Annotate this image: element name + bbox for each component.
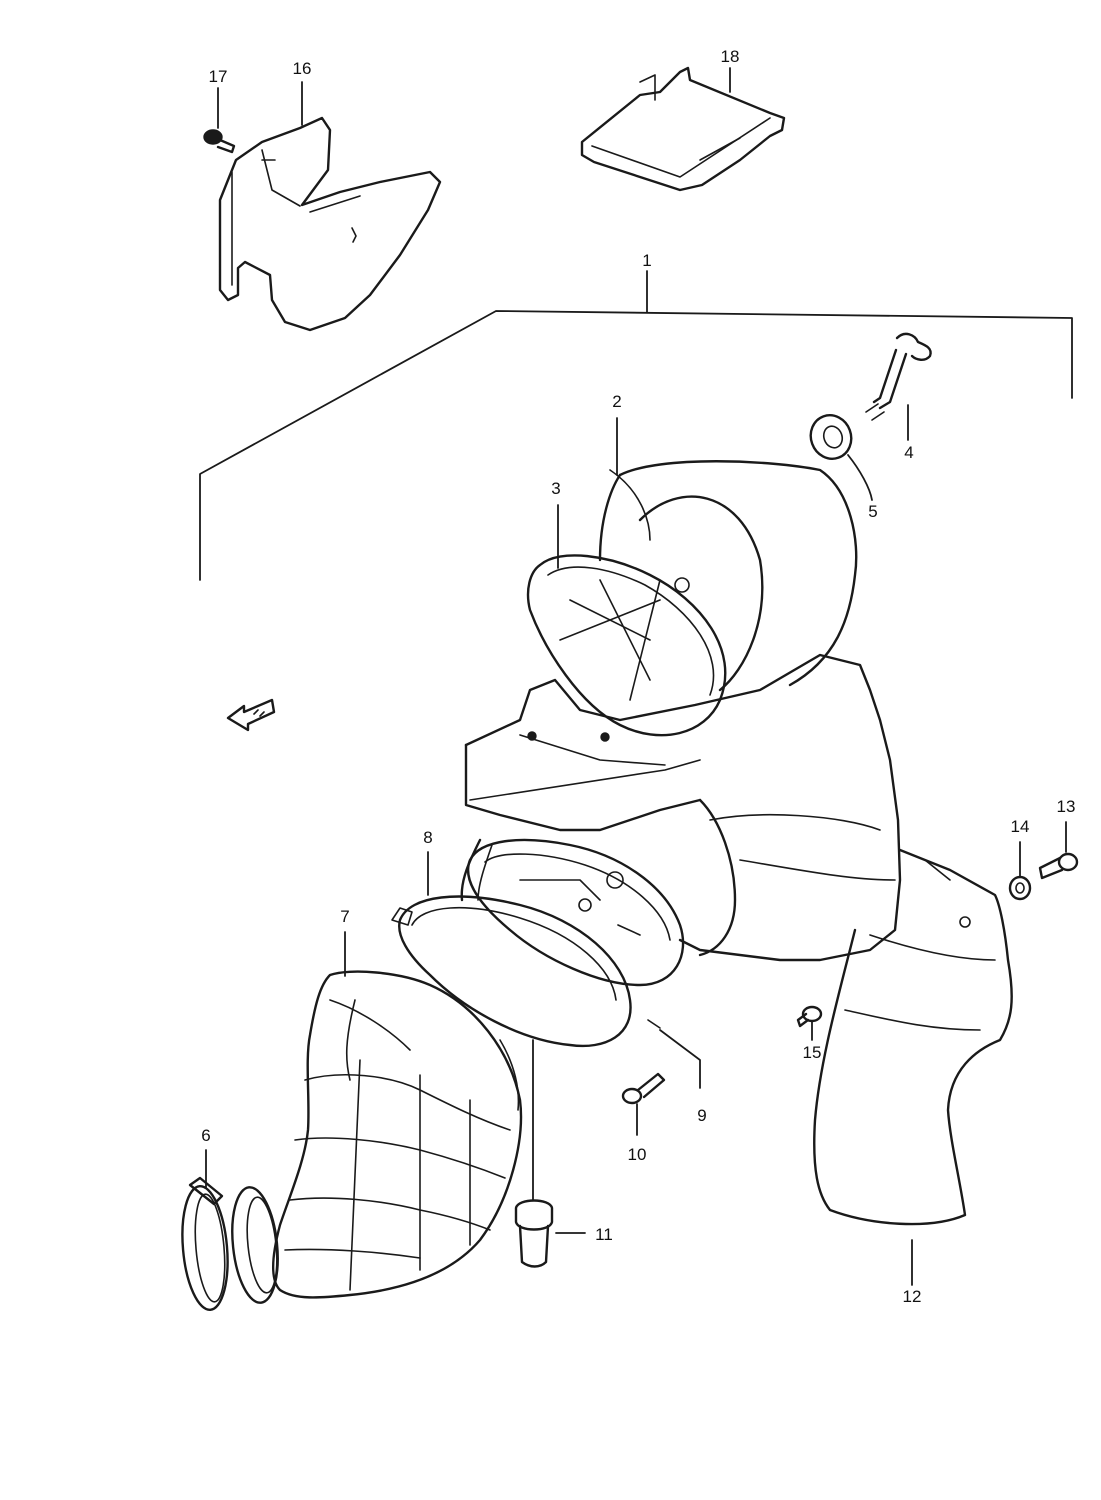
part-1-air-cleaner-case: [460, 653, 902, 962]
part-7-intake-duct: [231, 970, 523, 1304]
leader-lines: [205, 67, 1067, 1286]
part-10-screw: [621, 1072, 666, 1105]
callout-labels: 1 2 3 4 5 6 7 8 9 10 11 12 13 14 15 16 1…: [201, 47, 1075, 1306]
part-4-wing-bolt: [865, 332, 932, 421]
part-12-outlet-hose: [813, 848, 1013, 1226]
callout-11: 11: [595, 1225, 613, 1244]
callout-7: 7: [340, 907, 349, 926]
part-9-gasket-ring: [391, 895, 661, 1048]
callout-2: 2: [612, 392, 621, 411]
part-13-bolt: [1038, 852, 1079, 880]
leader-9: [659, 1029, 701, 1089]
callout-14: 14: [1011, 817, 1030, 836]
part-17-screw: [203, 129, 236, 154]
part-8-ring-plate: [467, 838, 685, 987]
part-11-drain-plug: [514, 1199, 554, 1268]
front-direction-arrow-icon: [226, 698, 276, 732]
callout-4: 4: [904, 443, 913, 462]
callout-18: 18: [721, 47, 740, 66]
part-5-washer: [809, 414, 853, 460]
callout-3: 3: [551, 479, 560, 498]
callout-5: 5: [868, 502, 877, 521]
callout-9: 9: [697, 1106, 706, 1125]
part-18-tray: [580, 66, 786, 192]
callout-12: 12: [903, 1287, 922, 1306]
part-3-filter-cage: [526, 554, 727, 737]
callout-17: 17: [209, 67, 228, 86]
callout-10: 10: [628, 1145, 647, 1164]
leader-5: [847, 454, 873, 501]
part-6-hose-clamp: [181, 1176, 229, 1311]
callout-13: 13: [1057, 797, 1076, 816]
callout-16: 16: [293, 59, 312, 78]
callout-6: 6: [201, 1126, 210, 1145]
part-16-bracket: [218, 116, 442, 332]
part-15-screw: [796, 1005, 823, 1028]
part-2-filter-element: [598, 460, 858, 692]
callout-8: 8: [423, 828, 432, 847]
part-14-washer: [1008, 875, 1032, 901]
callout-15: 15: [803, 1043, 822, 1062]
callout-1: 1: [642, 251, 651, 270]
assembly-1-bracket: [199, 270, 1073, 581]
